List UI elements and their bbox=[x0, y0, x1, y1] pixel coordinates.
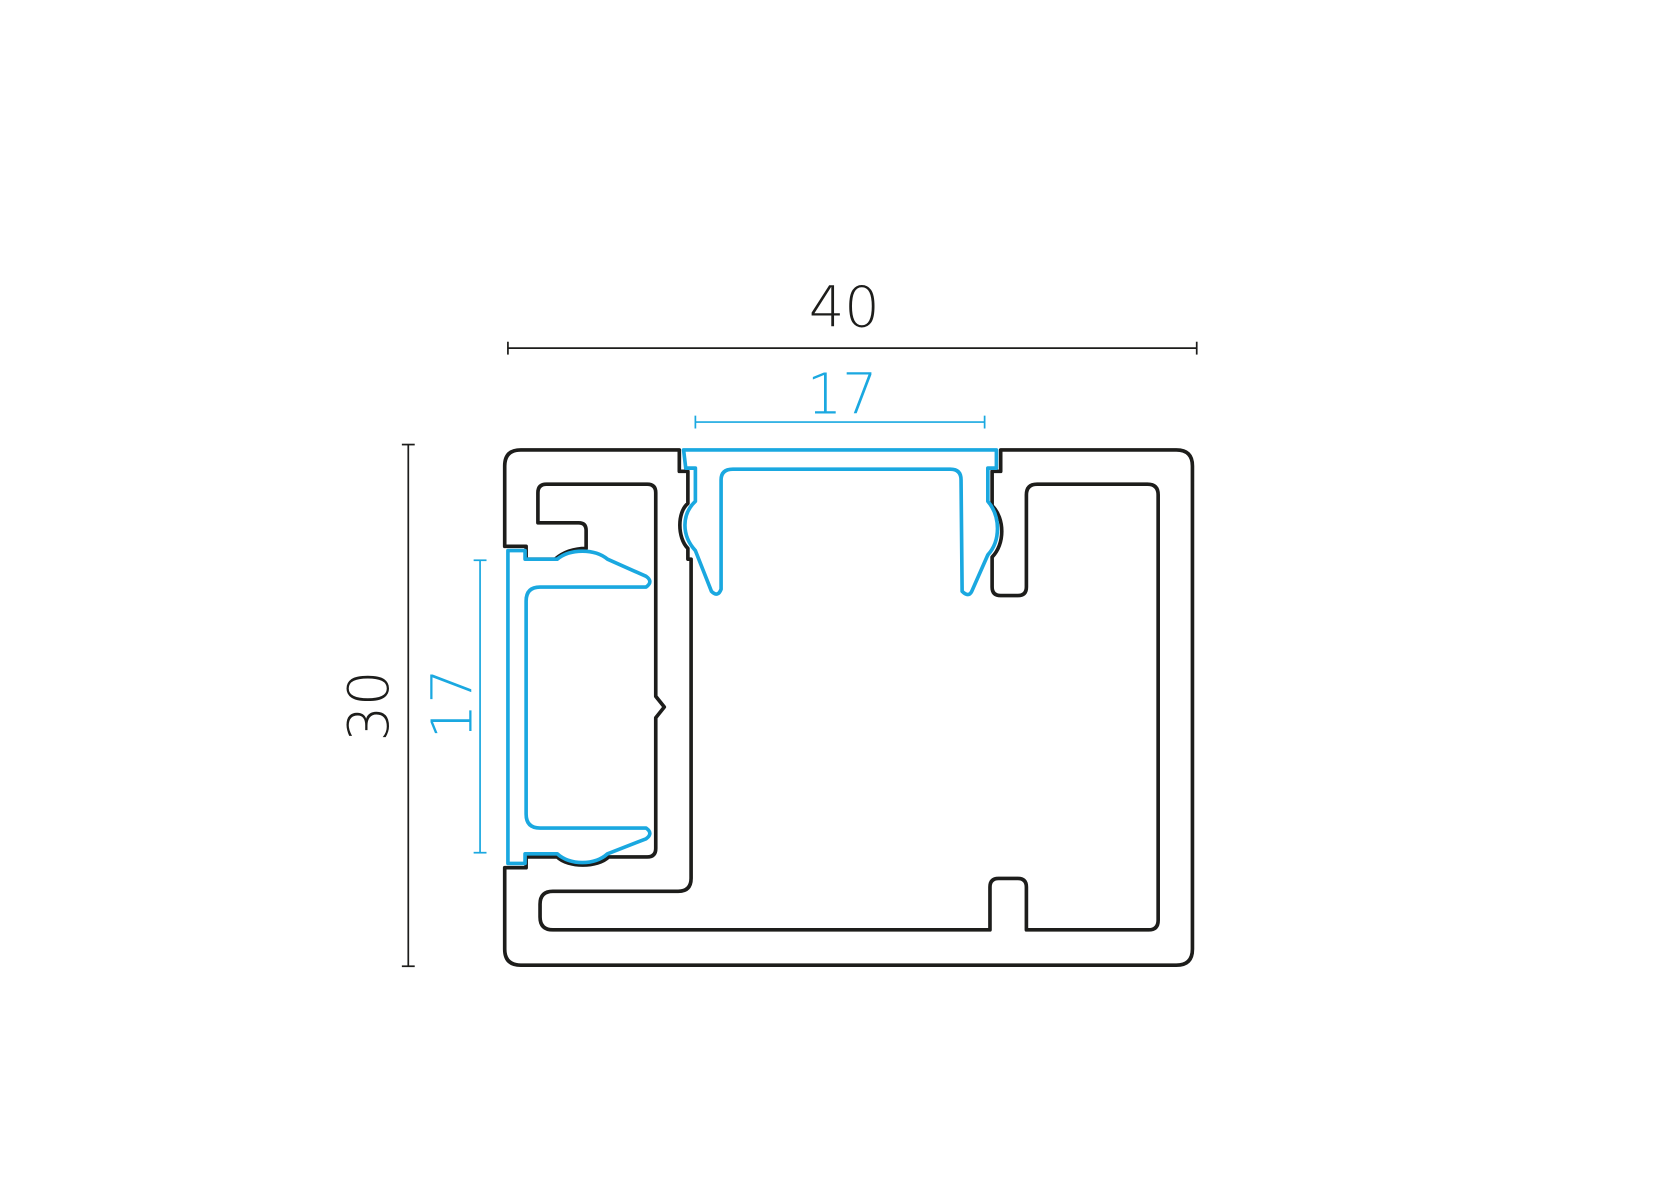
height-label: 30 bbox=[337, 671, 402, 742]
top-insert bbox=[681, 448, 1000, 597]
width-dimension: 40 bbox=[507, 276, 1198, 355]
side-channel-label: 17 bbox=[420, 668, 485, 739]
top-channel-dimension: 17 bbox=[694, 362, 986, 429]
side-channel-dimension: 17 bbox=[420, 559, 487, 854]
width-label: 40 bbox=[809, 276, 880, 341]
top-channel-label: 17 bbox=[807, 362, 878, 427]
profile-outer-contour bbox=[502, 448, 1195, 968]
height-dimension: 30 bbox=[337, 443, 415, 968]
side-insert bbox=[506, 548, 652, 866]
